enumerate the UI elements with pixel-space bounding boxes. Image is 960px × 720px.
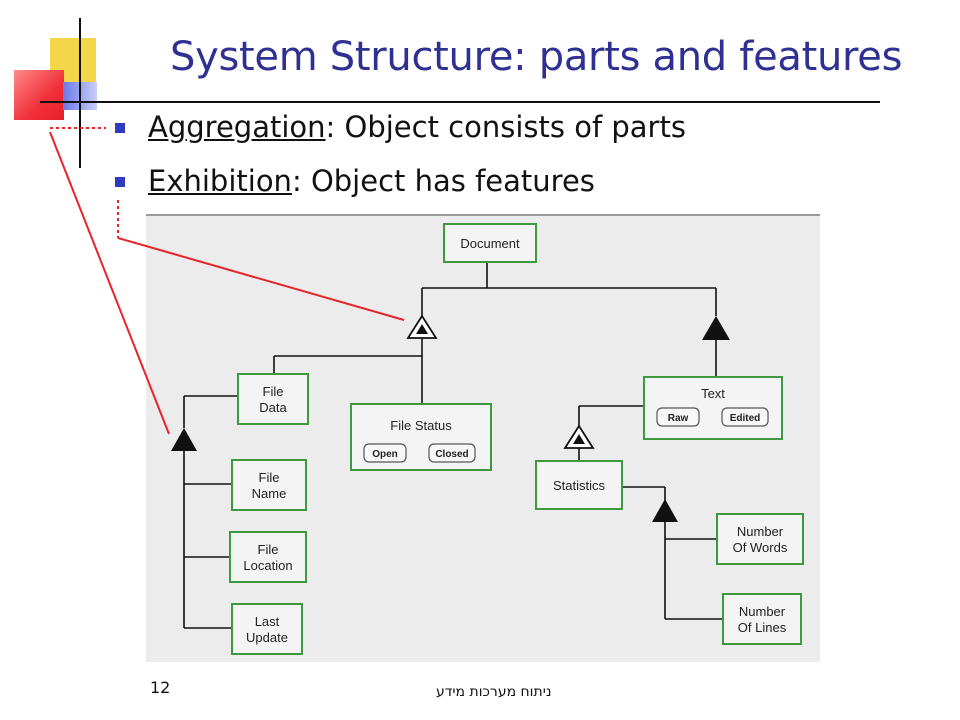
node-label-line2: Update — [246, 630, 288, 645]
node-file-location: File Location — [229, 531, 307, 583]
node-label-line2: Location — [243, 558, 292, 573]
node-label-line1: Last — [255, 614, 280, 629]
slide-title: System Structure: parts and features — [170, 34, 903, 80]
aggregation-triangle-icon — [406, 314, 438, 339]
decor-vertical-line — [79, 18, 81, 168]
exhibition-triangle-icon — [171, 428, 197, 451]
aggregation-triangle-icon — [563, 424, 595, 449]
node-label: Document — [460, 236, 520, 251]
structure-diagram: Document File Data File Status Open Clos… — [146, 214, 820, 662]
node-label-line1: Number — [739, 604, 786, 619]
pill-label: Raw — [668, 413, 689, 424]
diagram-top-border — [146, 214, 820, 216]
connector-lines — [183, 262, 723, 629]
node-label-line2: Data — [259, 400, 287, 415]
bullet-term: Exhibition — [148, 164, 292, 198]
node-file-name: File Name — [231, 459, 307, 511]
pill-raw — [656, 407, 700, 427]
decor-horizontal-line — [40, 101, 880, 103]
bullet-exhibition: Exhibition: Object has features — [112, 162, 686, 216]
node-label-line2: Of Words — [733, 540, 788, 555]
pill-label: Edited — [730, 413, 761, 424]
node-statistics: Statistics — [535, 460, 623, 510]
node-number-of-words: Number Of Words — [716, 513, 804, 565]
bullet-square-icon — [115, 177, 125, 187]
node-text: Text Raw Edited — [643, 376, 783, 440]
page-number: 12 — [150, 678, 171, 697]
bullet-term: Aggregation — [148, 110, 326, 144]
node-document: Document — [443, 223, 537, 263]
node-label-line1: File — [259, 470, 280, 485]
exhibition-triangle-icon — [702, 316, 730, 340]
bullet-list: Aggregation: Object consists of parts Ex… — [112, 108, 686, 216]
node-label-line2: Name — [252, 486, 287, 501]
node-last-update: Last Update — [231, 603, 303, 655]
node-file-status: File Status Open Closed — [350, 403, 492, 471]
node-label-line1: Number — [737, 524, 784, 539]
node-label-line2: Of Lines — [738, 620, 787, 635]
footer-text: ניתוח מערכות מידע — [436, 684, 552, 700]
bullet-aggregation: Aggregation: Object consists of parts — [112, 108, 686, 162]
decor-red-square — [14, 70, 64, 120]
pill-edited — [721, 407, 769, 427]
pill-label: Closed — [435, 449, 468, 460]
node-label: File Status — [390, 418, 452, 433]
node-label: Text — [701, 386, 725, 401]
exhibition-triangle-icon — [652, 499, 678, 522]
pill-closed — [428, 443, 476, 463]
pill-label: Open — [372, 449, 398, 460]
bullet-text: : Object consists of parts — [325, 110, 686, 144]
node-file-data: File Data — [237, 373, 309, 425]
node-label-line1: File — [263, 384, 284, 399]
diagram-svg: Document File Data File Status Open Clos… — [146, 214, 820, 662]
node-number-of-lines: Number Of Lines — [722, 593, 802, 645]
bullet-square-icon — [115, 123, 125, 133]
bullet-text: : Object has features — [291, 164, 595, 198]
node-label-line1: File — [258, 542, 279, 557]
pill-open — [363, 443, 407, 463]
node-label: Statistics — [553, 478, 606, 493]
